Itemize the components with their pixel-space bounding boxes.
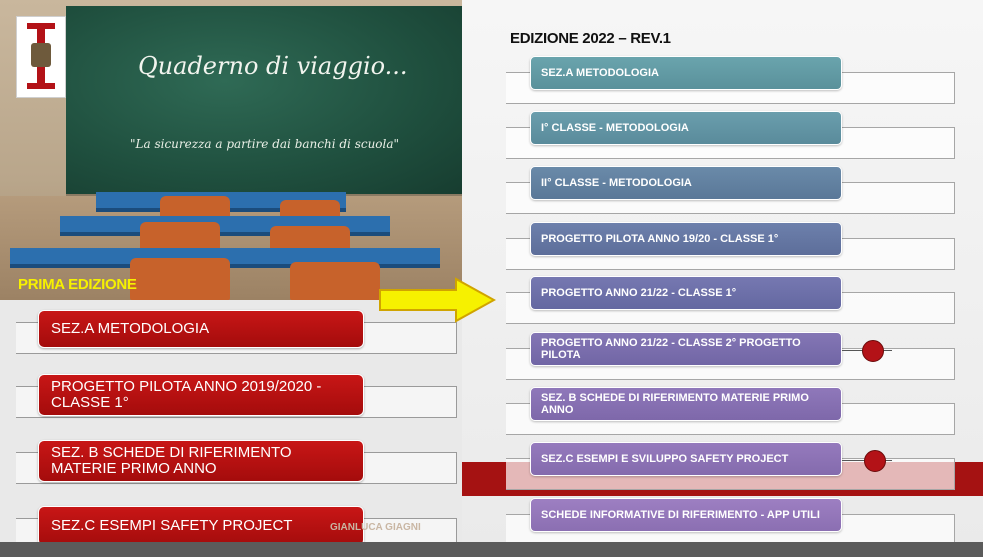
school-logo <box>16 16 66 98</box>
board-subtitle: "La sicurezza a partire dai banchi di sc… <box>130 137 400 151</box>
left-item-progetto-pilota[interactable]: PROGETTO PILOTA ANNO 2019/2020 - CLASSE … <box>38 374 364 416</box>
prima-edizione-label: PRIMA EDIZIONE <box>18 276 137 293</box>
left-item-sez-c[interactable]: SEZ.C ESEMPI SAFETY PROJECT <box>38 506 364 546</box>
left-item-row: PROGETTO PILOTA ANNO 2019/2020 - CLASSE … <box>16 374 457 418</box>
right-item-progetto-21-22-classe-1[interactable]: PROGETTO ANNO 21/22 - CLASSE 1° <box>530 276 842 310</box>
chair <box>290 262 380 300</box>
red-dot-marker <box>864 450 886 472</box>
footer-credit: GIANLUCA GIAGNI <box>330 522 421 533</box>
left-item-row: SEZ. B SCHEDE DI RIFERIMENTO MATERIE PRI… <box>16 440 457 484</box>
right-item-sez-b[interactable]: SEZ. B SCHEDE DI RIFERIMENTO MATERIE PRI… <box>530 387 842 421</box>
logo-i-top <box>27 23 55 29</box>
chair <box>130 258 230 300</box>
right-item-progetto-pilota-19-20[interactable]: PROGETTO PILOTA ANNO 19/20 - CLASSE 1° <box>530 222 842 256</box>
red-dot-marker <box>862 340 884 362</box>
chalkboard: Quaderno di viaggio... "La sicurezza a p… <box>66 6 462 202</box>
chair <box>140 222 220 252</box>
right-item-sez-a[interactable]: SEZ.A METODOLOGIA <box>530 56 842 90</box>
right-item-ii-classe[interactable]: II° CLASSE - METODOLOGIA <box>530 166 842 200</box>
right-item-sez-c[interactable]: SEZ.C ESEMPI E SVILUPPO SAFETY PROJECT <box>530 442 842 476</box>
right-item-schede-informative[interactable]: SCHEDE INFORMATIVE DI RIFERIMENTO - APP … <box>530 498 842 532</box>
edition-label: EDIZIONE 2022 – REV.1 <box>510 30 671 47</box>
bottom-strip <box>0 542 983 557</box>
arrow-right-icon <box>379 277 496 323</box>
board-title: Quaderno di viaggio... <box>138 52 408 80</box>
logo-figure-icon <box>31 43 51 67</box>
left-item-row: SEZ.A METODOLOGIA <box>16 310 457 354</box>
right-item-progetto-21-22-classe-2[interactable]: PROGETTO ANNO 21/22 - CLASSE 2° PROGETTO… <box>530 332 842 366</box>
logo-i-bottom <box>27 83 55 89</box>
left-item-sez-a[interactable]: SEZ.A METODOLOGIA <box>38 310 364 348</box>
left-item-sez-b[interactable]: SEZ. B SCHEDE DI RIFERIMENTO MATERIE PRI… <box>38 440 364 482</box>
right-item-i-classe[interactable]: I° CLASSE - METODOLOGIA <box>530 111 842 145</box>
classroom-photo: Quaderno di viaggio... "La sicurezza a p… <box>0 0 462 300</box>
